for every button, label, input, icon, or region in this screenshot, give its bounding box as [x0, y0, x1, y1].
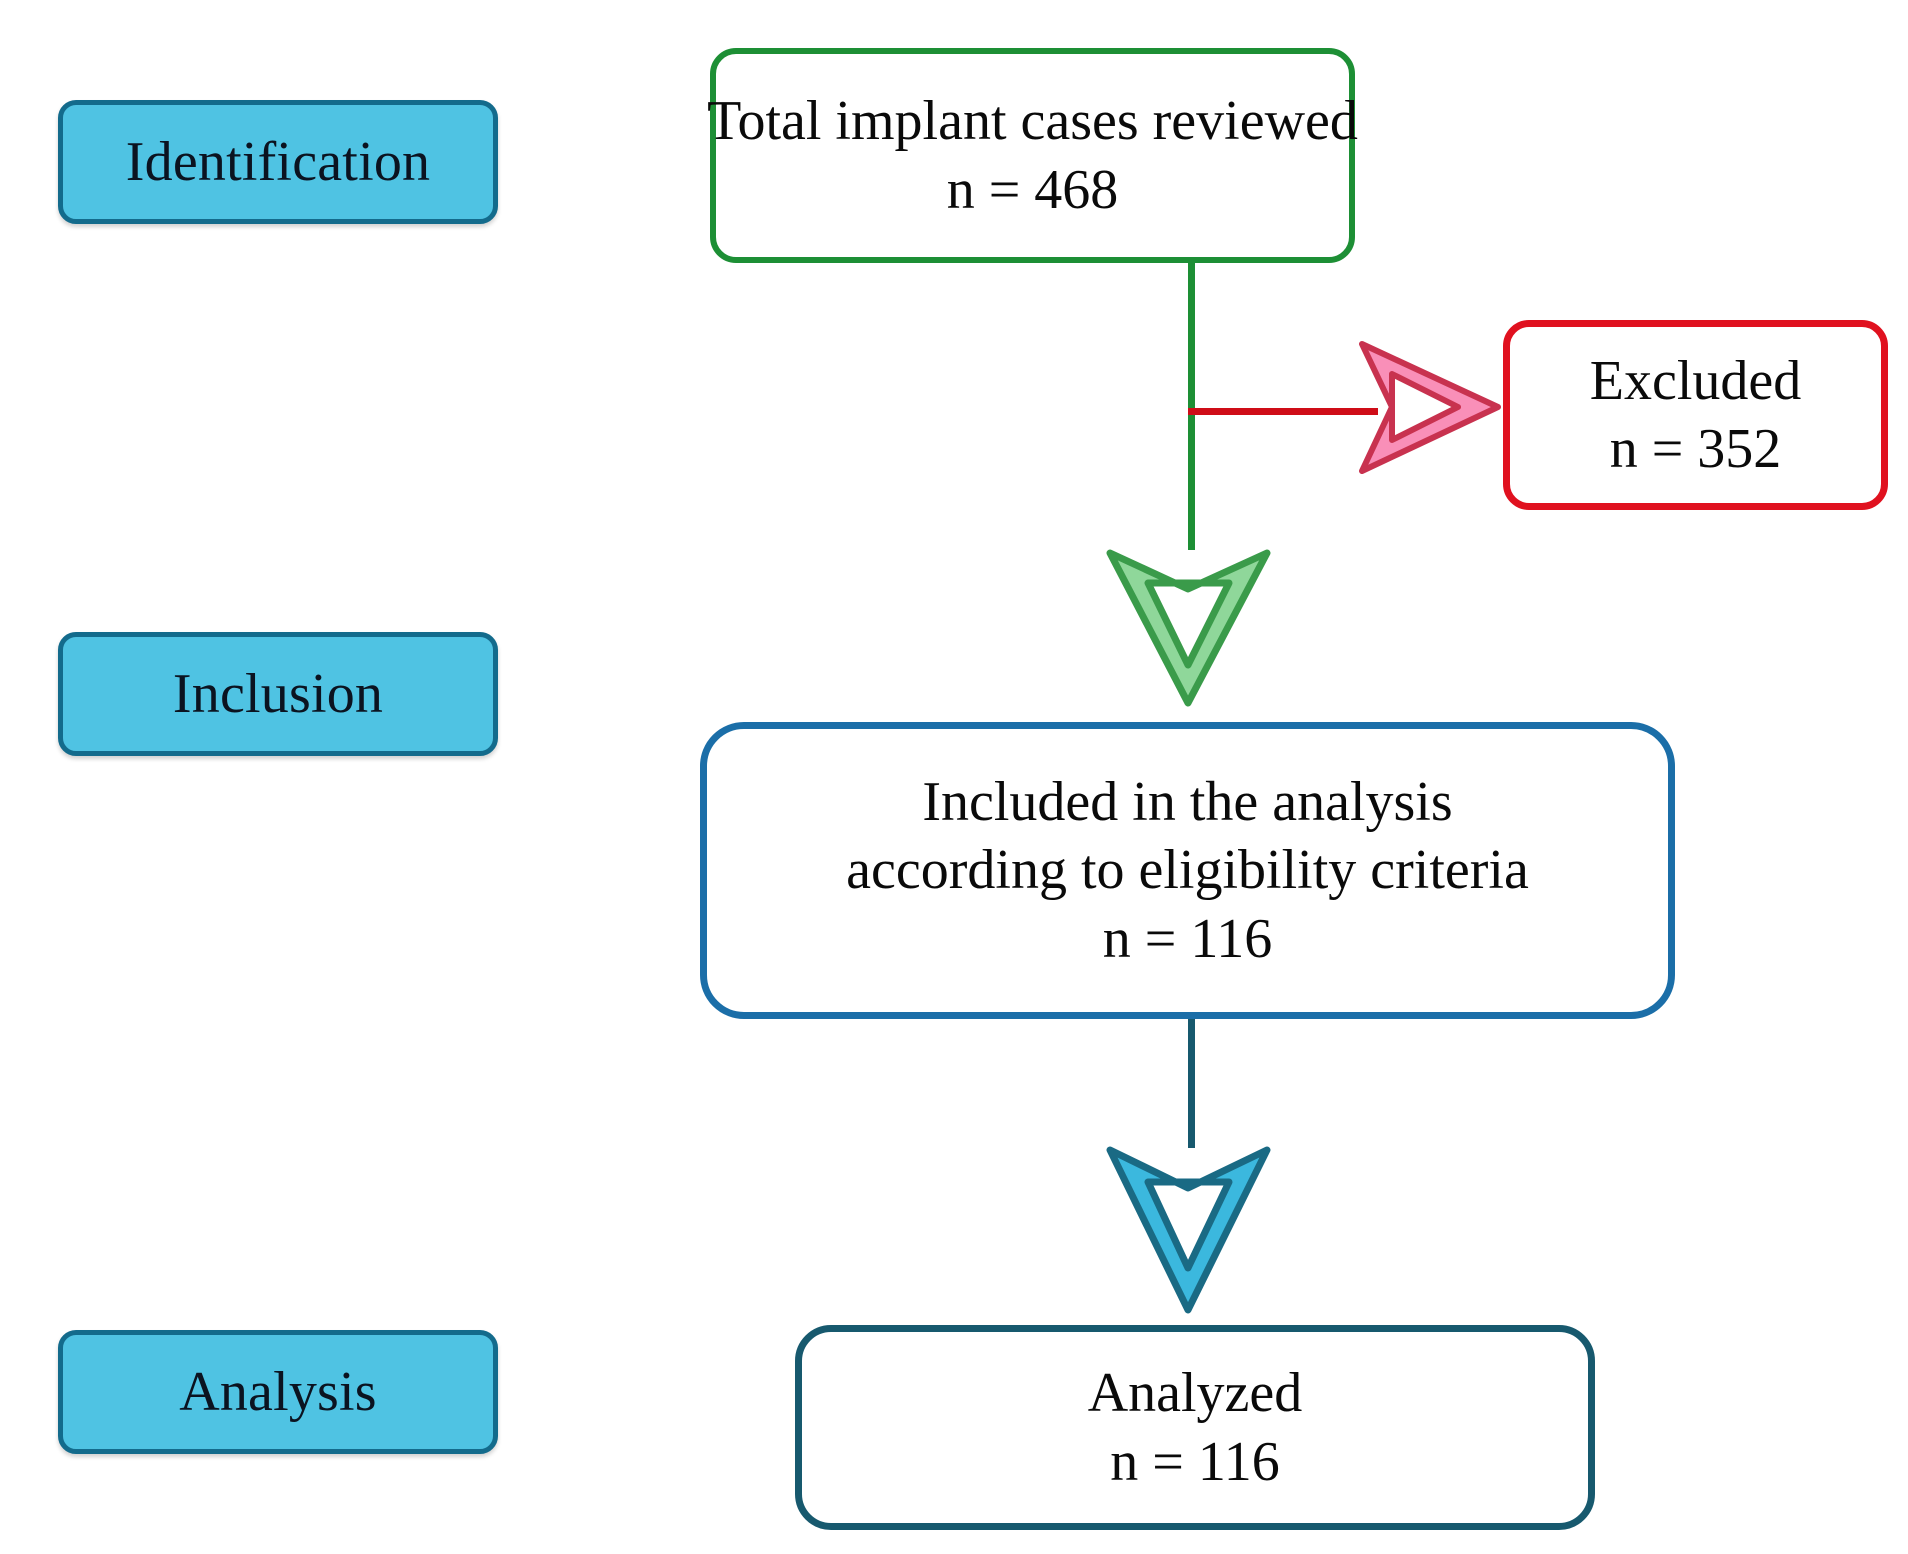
node-included-in-analysis[interactable]: Included in the analysis according to el…: [700, 722, 1675, 1019]
arrowhead-down-green-icon: [1106, 549, 1271, 707]
node-excluded[interactable]: Excluded n = 352: [1503, 320, 1888, 510]
phase-chip-identification[interactable]: Identification: [58, 100, 498, 224]
node-total-implant-cases-reviewed[interactable]: Total implant cases reviewed n = 468: [707, 48, 1358, 263]
node-inclusion-line1: Included in the analysis: [922, 771, 1453, 834]
phase-chip-analysis[interactable]: Analysis: [58, 1330, 498, 1454]
phase-chip-identification-label: Identification: [125, 130, 431, 193]
node-inclusion-line2: according to eligibility criteria: [846, 839, 1529, 902]
phase-chip-inclusion[interactable]: Inclusion: [58, 632, 498, 756]
node-analyzed[interactable]: Analyzed n = 116: [795, 1325, 1595, 1530]
node-analyzed-count: n = 116: [1110, 1430, 1280, 1493]
node-analyzed-line1: Analyzed: [1087, 1362, 1303, 1425]
node-identification-count: n = 468: [946, 158, 1119, 221]
node-inclusion-count: n = 116: [1102, 907, 1273, 970]
node-identification-line1: Total implant cases reviewed: [707, 90, 1358, 153]
phase-chip-inclusion-label: Inclusion: [172, 662, 384, 725]
arrowhead-down-blue-icon: [1106, 1146, 1271, 1314]
phase-chip-analysis-label: Analysis: [179, 1360, 377, 1423]
node-excluded-line1: Excluded: [1589, 349, 1802, 412]
connector-identification-to-inclusion: [1188, 260, 1195, 550]
arrowhead-right-icon: [1359, 341, 1501, 474]
connector-identification-to-excluded: [1188, 408, 1378, 415]
node-excluded-count: n = 352: [1609, 418, 1782, 480]
connector-inclusion-to-analyzed: [1188, 1016, 1195, 1148]
